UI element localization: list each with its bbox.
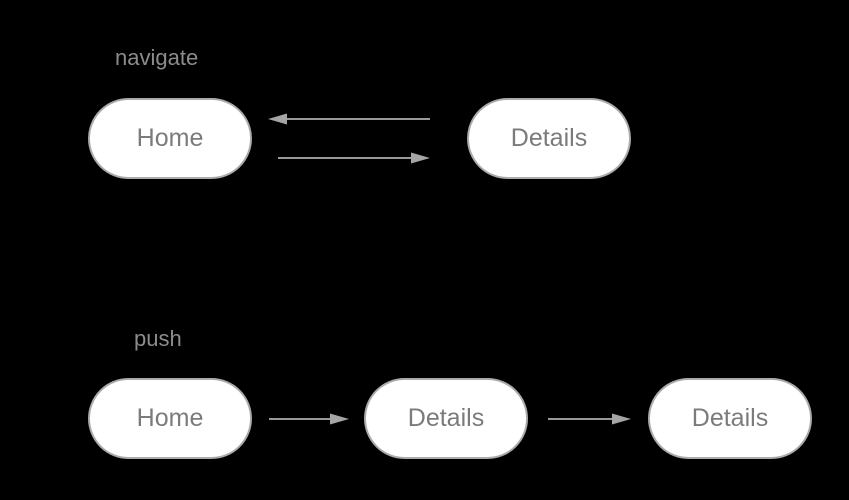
node-label: Details <box>691 404 769 432</box>
node-label: Home <box>136 404 204 432</box>
node-navigate-details: Details <box>467 98 631 179</box>
node-label: Home <box>136 124 204 152</box>
edge-navigate-details-to-home <box>268 113 430 125</box>
arrowhead-right-icon <box>612 413 631 425</box>
node-push-details-2: Details <box>648 378 812 459</box>
group-label-navigate: navigate <box>115 45 199 70</box>
group-label-push: push <box>134 326 182 351</box>
node-label: Details <box>510 124 588 152</box>
node-label: Details <box>407 404 485 432</box>
arrowhead-left-icon <box>268 113 287 125</box>
edge-push-details-to-details <box>548 413 631 425</box>
edge-push-home-to-details <box>269 413 349 425</box>
node-navigate-home: Home <box>88 98 252 179</box>
edge-navigate-home-to-details <box>278 152 430 164</box>
arrowhead-right-icon <box>330 413 349 425</box>
arrowhead-right-icon <box>411 152 430 164</box>
node-push-details-1: Details <box>364 378 528 459</box>
node-push-home: Home <box>88 378 252 459</box>
